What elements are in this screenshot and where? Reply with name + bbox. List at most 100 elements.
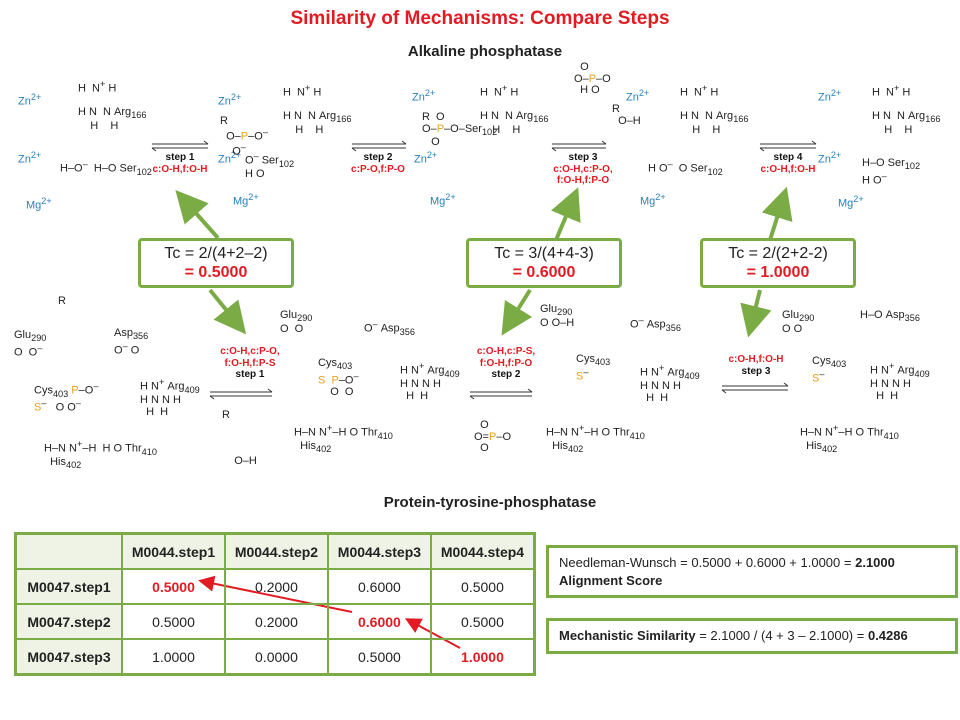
section-title-ptp: Protein-tyrosine-phosphatase (383, 494, 597, 511)
alkaline-step-3: step 3 c:O-H,c:P-O, f:O-H,f:P-O (538, 152, 628, 187)
tc-box-1: Tc = 2/(4+2–2) = 0.5000 (138, 238, 294, 289)
table-cell: 0.5000 (121, 568, 226, 605)
tc-value: = 0.5000 (184, 264, 248, 282)
table-cell: 0.5000 (429, 568, 536, 605)
tc-box-2: Tc = 3/(4+4-3) = 0.6000 (466, 238, 622, 289)
section-title-alkaline: Alkaline phosphatase (407, 43, 563, 60)
nw-label: Alignment Score (559, 572, 663, 588)
ptp-step-1: c:O-H,c:P-O, f:O-H,f:P-S step 1 (200, 346, 300, 381)
ms-label: Mechanistic Similarity (559, 628, 696, 643)
table-cell: 0.2000 (223, 568, 329, 605)
zn-ion-label: Zn2+ (412, 88, 436, 104)
ptp-step-3: c:O-H,f:O-H step 3 (714, 354, 798, 377)
step-label: step 1 (165, 152, 195, 163)
tc-formula: Tc = 2/(4+2–2) (164, 245, 268, 262)
alkaline-step-4: step 4 c:O-H,f:O-H (746, 152, 830, 175)
step-label: step 2 (363, 152, 393, 163)
step-ops: c:O-H,f:O-H (760, 163, 816, 175)
step-label: step 4 (773, 152, 803, 163)
step-ops: f:O-H,f:P-O (479, 357, 533, 369)
table-row: M0047.step1 0.5000 0.2000 0.6000 0.5000 (14, 568, 536, 605)
table-cell: 1.0000 (121, 638, 226, 676)
table-cell: 0.2000 (223, 603, 329, 640)
step-ops: c:O-H,f:O-H (728, 354, 784, 365)
step-ops: c:O-H,c:P-S, (476, 346, 536, 357)
zn-ion-label: Zn2+ (18, 150, 42, 166)
green-link-arrow (175, 186, 793, 338)
asp-residue: O– Asp356 (630, 315, 681, 333)
alkaline-step-2: step 2 c:P-O,f:P-O (338, 152, 418, 175)
step-ops: c:O-H,c:P-O, (553, 163, 613, 175)
mg-ion-label: Mg2+ (26, 196, 52, 212)
slide-title: Similarity of Mechanisms: Compare Steps (290, 8, 670, 29)
zn-ion-label: Zn2+ (818, 150, 842, 166)
ser-residue: H–O– H–O Ser102 (60, 159, 152, 177)
step-ops: c:O-H,f:O-H (152, 163, 208, 175)
phosphate-ester: R O–P–O– O– (220, 115, 268, 158)
nw-equation: Needleman-Wunsch = 0.5000 + 0.6000 + 1.0… (559, 555, 852, 570)
alcohol-product: R O–H (612, 103, 641, 127)
step-ops: c:P-O,f:P-O (351, 163, 405, 175)
ptp-step-2: c:O-H,c:P-S, f:O-H,f:P-O step 2 (456, 346, 556, 381)
asp-residue: O– Asp356 (364, 319, 415, 337)
table-cell: 0.5000 (121, 603, 226, 640)
zn-ion-label: Zn2+ (818, 88, 842, 104)
his-residue: H–N N+–H O Thr410 His402 (546, 423, 645, 455)
step-ops: f:O-H,f:P-S (224, 357, 276, 369)
step-label: step 3 (568, 152, 598, 163)
zn-ion-label: Zn2+ (414, 150, 438, 166)
step-ops: c:O-H,c:P-O, (220, 346, 280, 357)
zn-ion-label: Zn2+ (18, 92, 42, 108)
tyrosine-substrate: R (58, 295, 66, 307)
row-header: M0047.step1 (14, 568, 123, 605)
mg-ion-label: Mg2+ (233, 192, 259, 208)
nw-result: 2.1000 (855, 555, 895, 570)
zn-ion-label: Zn2+ (218, 92, 242, 108)
table-cell: 0.6000 (326, 603, 432, 640)
alignment-score-box: Needleman-Wunsch = 0.5000 + 0.6000 + 1.0… (546, 545, 958, 599)
row-header: M0047.step2 (14, 603, 123, 640)
mechanistic-similarity-box: Mechanistic Similarity = 2.1000 / (4 + 3… (546, 618, 958, 654)
table-cell: 0.0000 (223, 638, 329, 676)
asp-residue: H–O Asp356 (860, 309, 920, 324)
tc-value: = 0.6000 (512, 264, 576, 282)
table-cell: 0.5000 (326, 638, 432, 676)
column-header: M0044.step2 (223, 532, 329, 570)
step-ops: f:O-H,f:P-O (556, 175, 610, 186)
his-residue: H–N N+–H O Thr410 His402 (800, 423, 899, 455)
table-cell: 1.0000 (429, 638, 536, 676)
tc-value: = 1.0000 (746, 264, 810, 282)
zn-ion-label: Zn2+ (218, 150, 242, 166)
table-cell: 0.6000 (326, 568, 432, 605)
table-header-row: M0044.step1 M0044.step2 M0044.step3 M004… (14, 532, 536, 570)
mg-ion-label: Mg2+ (838, 194, 864, 210)
table-row: M0047.step2 0.5000 0.2000 0.6000 0.5000 (14, 603, 536, 640)
table-cell: 0.5000 (429, 603, 536, 640)
phenol-leaving-group: R O–H (222, 409, 257, 468)
column-header: M0044.step3 (326, 532, 432, 570)
mg-ion-label: Mg2+ (430, 192, 456, 208)
his-residue: H–N N+–H H O Thr410 His402 (44, 439, 157, 471)
equilibrium-arrow (151, 140, 817, 152)
ms-equation: = 2.1000 / (4 + 3 – 2.1000) = (699, 628, 865, 643)
